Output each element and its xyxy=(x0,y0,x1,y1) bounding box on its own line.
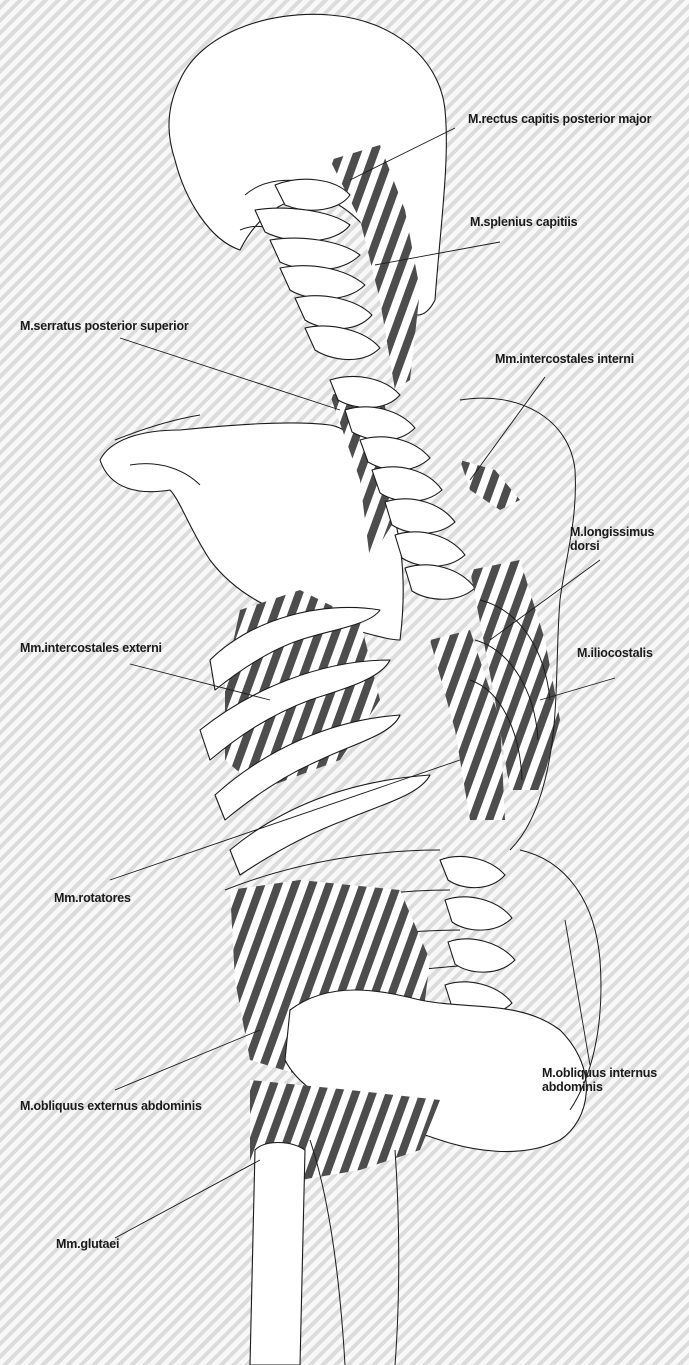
label-rectus-capitis: M.rectus capitis posterior major xyxy=(468,112,651,126)
label-intercostales-externi: Mm.intercostales externi xyxy=(20,641,162,655)
label-intercostales-interni: Mm.intercostales interni xyxy=(495,352,634,366)
label-iliocostalis: M.iliocostalis xyxy=(577,646,653,660)
label-splenius-capitis: M.splenius capitiis xyxy=(470,215,577,229)
lumbar-spine xyxy=(440,856,515,1015)
label-obliquus-internus-line1: M.obliquus internus xyxy=(542,1066,657,1080)
label-longissimus-line2: dorsi xyxy=(570,539,654,553)
label-obliquus-externus: M.obliquus externus abdominis xyxy=(20,1099,202,1113)
label-longissimus-dorsi: M.longissimus dorsi xyxy=(570,525,654,553)
label-obliquus-internus: M.obliquus internus abdominis xyxy=(542,1066,657,1094)
label-serratus-posterior: M.serratus posterior superior xyxy=(20,319,189,333)
label-rotatores: Mm.rotatores xyxy=(54,891,131,905)
femur xyxy=(250,1143,305,1365)
label-glutaei: Mm.glutaei xyxy=(56,1237,119,1251)
label-obliquus-internus-line2: abdominis xyxy=(542,1080,657,1094)
right-femur xyxy=(395,1150,399,1365)
label-longissimus-line1: M.longissimus xyxy=(570,525,654,539)
interni-muscle xyxy=(460,460,520,510)
